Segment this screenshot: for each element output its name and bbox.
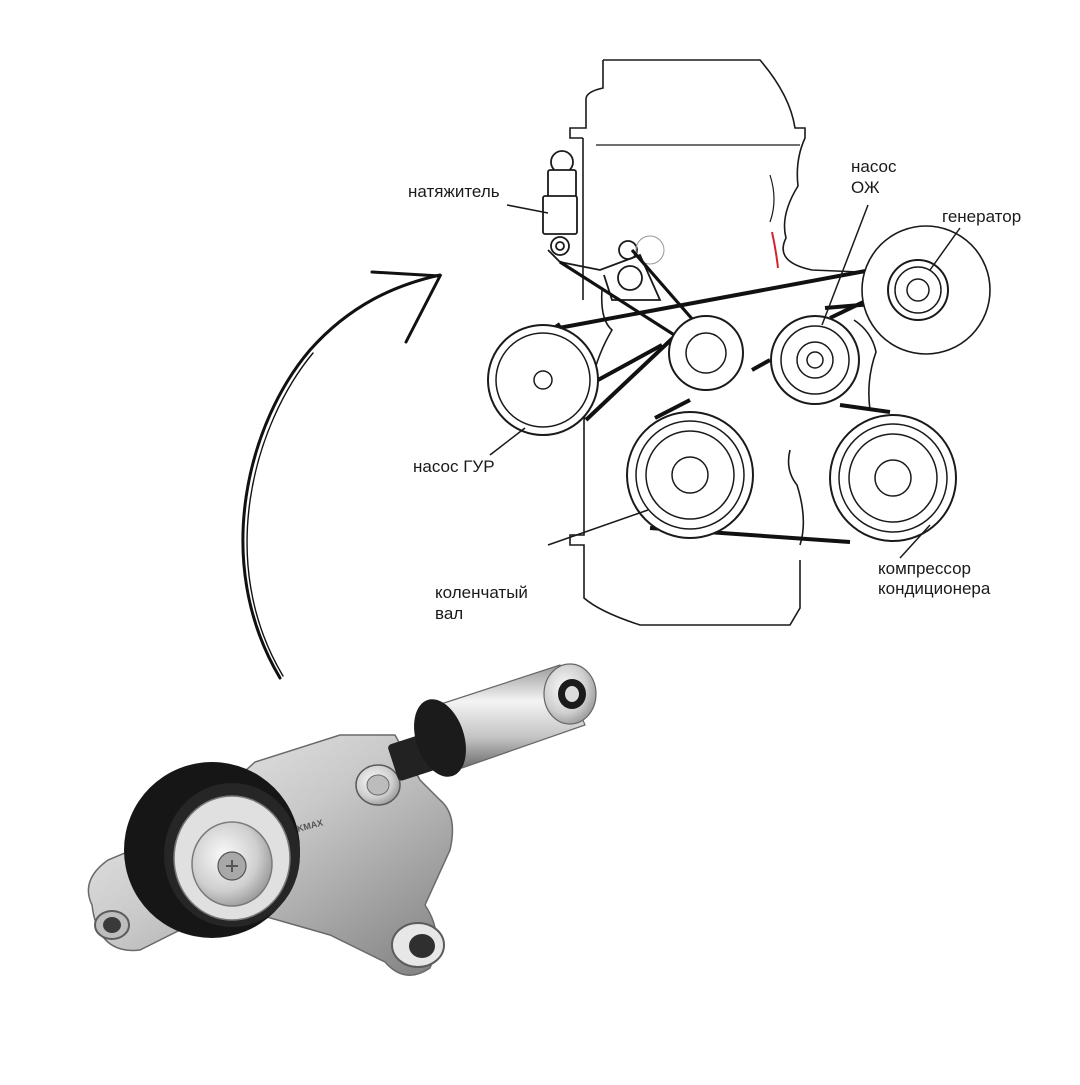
label-coolant-pump-line1: насос <box>851 157 897 176</box>
label-coolant-pump-line2: ОЖ <box>851 178 880 197</box>
crankshaft-pulley <box>626 411 754 539</box>
label-tensioner: натяжитель <box>408 182 500 201</box>
label-power-steering-pump: насос ГУР <box>413 457 495 476</box>
idler-pulley <box>668 315 744 391</box>
hand-drawn-arrow <box>241 270 443 680</box>
tensioner-diagram-part <box>542 150 665 301</box>
label-ac-compressor-line2: кондиционера <box>878 579 991 598</box>
label-alternator: генератор <box>942 207 1021 226</box>
label-ac-compressor-line1: компрессор <box>878 559 971 578</box>
label-crankshaft-line1: коленчатый <box>435 583 528 602</box>
coolant-pump-pulley <box>770 315 860 405</box>
tensioner-product-photo: KMAX <box>87 663 597 976</box>
tensioner-pulley <box>124 762 300 938</box>
engine-belt-diagram: натяжитель насос ОЖ генератор насос ГУР … <box>408 59 1021 626</box>
power-steering-pulley <box>487 324 599 436</box>
ac-compressor-pulley <box>829 414 957 542</box>
accent-red-mark <box>771 231 779 269</box>
label-leader-lines <box>489 204 961 559</box>
hydraulic-damper <box>388 663 597 781</box>
alternator-pulley <box>861 225 991 355</box>
label-crankshaft-line2: вал <box>435 604 463 623</box>
